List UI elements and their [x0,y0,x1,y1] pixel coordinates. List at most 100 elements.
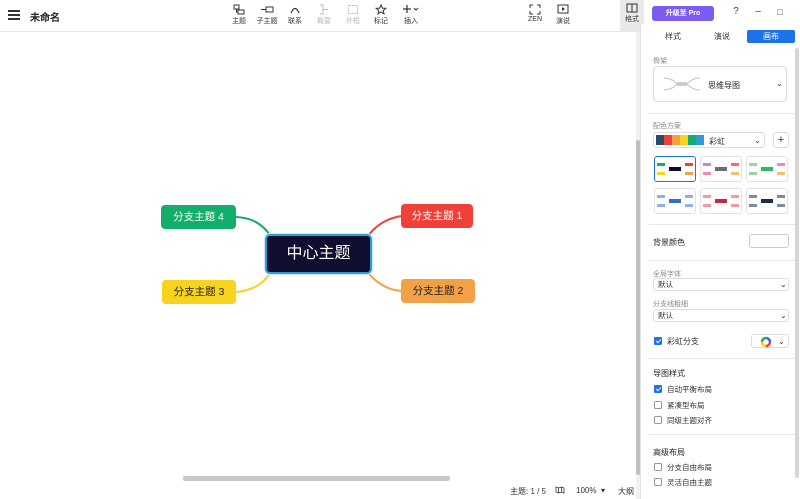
panel-icon [626,3,638,13]
color-scheme-name: 彩虹 [709,137,725,146]
theme-thumb-1[interactable] [654,156,696,182]
topic-icon [233,4,245,15]
subtopic-label: 子主题 [256,18,278,25]
auto-balance-label: 自动平衡布局 [667,385,712,394]
status-bar: 主题: 1 / 5 100% ▾ 大纲 [0,482,636,499]
color-wheel-icon [760,336,772,348]
free-branch-label: 分支自由布局 [667,463,712,472]
chevron-down-icon: ⌄ [778,337,785,346]
chevron-down-icon: ⌄ [780,311,787,320]
theme-thumb-2[interactable] [700,156,742,182]
insert-button[interactable]: 插入 [396,3,426,29]
tab-canvas[interactable]: 画布 [747,30,795,43]
theme-thumb-3[interactable] [746,156,788,182]
boundary-icon [348,5,358,14]
global-font-select[interactable]: 默认 ⌄ [653,278,789,291]
divider [649,358,796,359]
flexible-topic-checkbox[interactable] [654,478,662,486]
flexible-topic-label: 灵活自由主题 [667,478,712,487]
free-branch-checkbox[interactable] [654,463,662,471]
global-font-value: 默认 [658,280,673,289]
subtopic-icon [261,6,274,13]
connector-b2 [365,269,402,292]
structure-select[interactable]: 思维导图 ⌄ [653,66,787,102]
global-font-label: 全局字体 [653,271,681,278]
panel-scrollbar[interactable] [795,48,799,478]
help-icon[interactable]: ? [733,6,739,17]
map-style-title: 导图样式 [653,369,685,378]
subtopic-button[interactable]: 子主题 [252,3,282,29]
boundary-label: 外框 [346,18,360,25]
summary-button[interactable]: 概要 [309,3,339,29]
connector-b3 [235,271,272,293]
format-panel: 样式 演说 画布 骨架 思维导图 ⌄ 配色方案 彩虹 ⌄ + [640,24,800,499]
zen-label: ZEN [528,16,542,23]
branch-topic-4[interactable]: 分支主题 4 [161,205,236,229]
central-topic[interactable]: 中心主题 [265,234,372,274]
zoom-level[interactable]: 100% [576,486,597,495]
zoom-dropdown-icon[interactable]: ▾ [601,486,606,495]
branch-topic-2[interactable]: 分支主题 2 [401,279,475,303]
connector-b4 [235,216,272,238]
minimize-button[interactable]: – [755,6,761,17]
upgrade-pro-button[interactable]: 升级至 Pro [652,6,714,21]
chevron-down-icon: ⌄ [776,79,783,88]
branch-width-select[interactable]: 默认 ⌄ [653,309,789,322]
branch-width-label: 分支线粗细 [653,301,688,308]
relationship-button[interactable]: 联系 [280,3,310,29]
marker-button[interactable]: 标记 [366,3,396,29]
document-title[interactable]: 未命名 [30,13,60,24]
insert-label: 插入 [404,18,418,25]
compact-layout-label: 紧凑型布局 [667,401,705,410]
chevron-down-icon: ⌄ [754,136,761,145]
advanced-layout-title: 高级布局 [653,448,685,457]
maximize-button[interactable]: □ [777,7,783,17]
tab-present[interactable]: 演说 [714,32,730,41]
divider [649,260,796,261]
structure-label: 骨架 [653,58,667,65]
boundary-button[interactable]: 外框 [338,3,368,29]
theme-thumb-5[interactable] [700,188,742,214]
branch-topic-3[interactable]: 分支主题 3 [162,280,236,304]
star-icon [375,4,387,15]
relationship-label: 联系 [288,18,302,25]
marker-label: 标记 [374,18,388,25]
auto-balance-checkbox[interactable] [654,385,662,393]
branch-topic-1[interactable]: 分支主题 1 [401,204,473,228]
plus-chevron-icon [403,5,419,13]
mindmap-structure-icon [663,77,701,91]
rainbow-color-picker[interactable]: ⌄ [751,334,789,348]
relationship-icon [290,7,300,14]
format-label: 格式 [625,16,639,23]
color-scheme-select[interactable]: 彩虹 ⌄ [653,132,765,148]
zen-button[interactable]: ZEN [520,3,550,29]
compact-layout-checkbox[interactable] [654,401,662,409]
map-icon[interactable] [555,486,565,496]
tab-style[interactable]: 样式 [665,32,681,41]
background-color-swatch[interactable] [749,234,789,248]
chevron-down-icon: ⌄ [780,280,787,289]
toolbar: 未命名 主题 子主题 联系 概要 外框 标记 插入 [0,0,800,32]
add-scheme-button[interactable]: + [773,132,789,148]
rainbow-branch-label: 彩虹分支 [667,337,699,346]
align-siblings-label: 同级主题对齐 [667,416,712,425]
horizontal-scrollbar[interactable] [183,476,450,481]
outline-button[interactable]: 大纲 [618,487,634,496]
present-button[interactable]: 演说 [548,3,578,29]
vertical-scrollbar[interactable] [636,140,640,475]
present-label: 演说 [556,18,570,25]
align-siblings-checkbox[interactable] [654,416,662,424]
play-icon [557,4,569,14]
topic-label: 主题 [232,18,246,25]
summary-label: 概要 [317,18,331,25]
menu-icon[interactable] [8,10,20,20]
theme-thumb-6[interactable] [746,188,788,214]
topic-button[interactable]: 主题 [224,3,254,29]
divider [649,224,796,225]
rainbow-swatch-icon [656,135,704,145]
structure-name: 思维导图 [708,81,740,90]
divider [649,113,796,114]
theme-thumb-4[interactable] [654,188,696,214]
rainbow-branch-checkbox[interactable] [654,337,662,345]
